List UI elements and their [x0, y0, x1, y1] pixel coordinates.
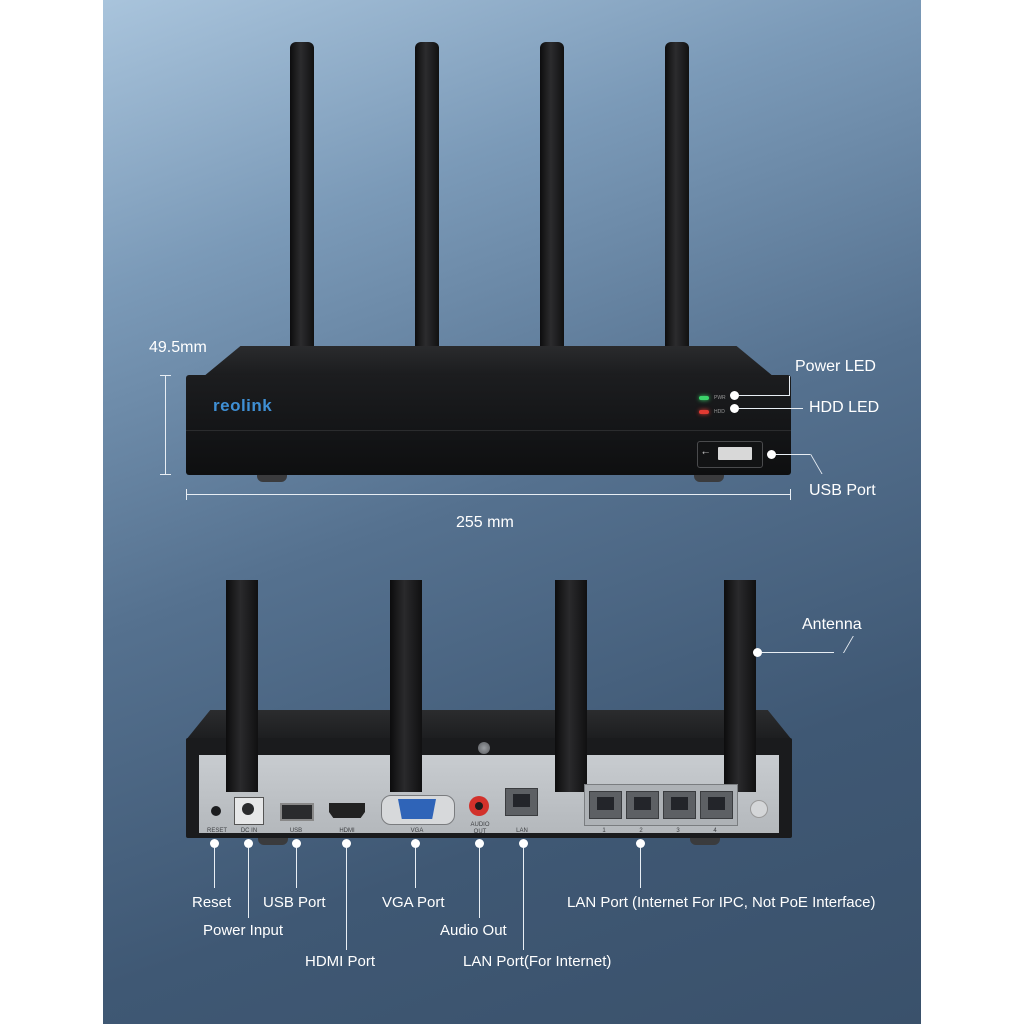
antenna-rear-1 — [226, 580, 258, 792]
antenna-callout-line — [762, 652, 834, 653]
reset-callout: Reset — [192, 894, 232, 911]
reset-label: RESET — [206, 828, 227, 834]
audio-out-callout: Audio Out — [440, 922, 507, 939]
usb-port-callout: USB Port — [809, 482, 876, 499]
lan-ipc-callout: LAN Port (Internet For IPC, Not PoE Inte… — [567, 894, 876, 911]
front-unit-body — [186, 375, 791, 475]
hdd-led-callout: HDD LED — [809, 399, 880, 416]
lan-internet-port — [505, 788, 538, 816]
usb-label: USB — [289, 828, 303, 834]
lan-3-label: 3 — [676, 828, 680, 834]
antenna-front-4 — [665, 42, 689, 348]
antenna-rear-2 — [390, 580, 422, 792]
rear-unit-top — [186, 710, 792, 740]
lan-ipc-port-4 — [700, 791, 733, 819]
usb-port-rear-callout-line — [296, 848, 297, 888]
hdmi-port — [329, 803, 365, 818]
width-dimension-label: 255 mm — [456, 514, 514, 531]
height-dimension-line — [165, 375, 166, 475]
lan-ipc-port-1 — [589, 791, 622, 819]
antenna-rear-3 — [555, 580, 587, 792]
pwr-led — [699, 396, 709, 400]
lan-ipc-port-2 — [626, 791, 659, 819]
usb-port-rear-callout-dot — [292, 839, 301, 848]
lan-ipc-callout-dot — [636, 839, 645, 848]
reset-pinhole — [211, 806, 221, 816]
power-input-callout: Power Input — [203, 922, 284, 939]
lan-internet-callout-dot — [519, 839, 528, 848]
hdd-led-callout-dot — [730, 404, 739, 413]
usb-port-callout-line — [776, 454, 810, 455]
audio-out-label: AUDIO OUT — [470, 822, 490, 835]
audio-out-callout-line — [479, 848, 480, 918]
lan-1-label: 1 — [602, 828, 606, 834]
height-dimension-cap-bottom — [160, 474, 171, 475]
reset-callout-dot — [210, 839, 219, 848]
lan-internet-callout: LAN Port(For Internet) — [463, 953, 612, 970]
brand-logo: reolink — [213, 396, 273, 415]
antenna-callout-dot — [753, 648, 762, 657]
antenna-rear-4 — [724, 580, 756, 792]
front-unit-seam — [186, 430, 791, 431]
power-led-callout: Power LED — [795, 358, 876, 375]
product-panel — [103, 0, 921, 1024]
hdmi-label: HDMI — [339, 828, 355, 834]
lan-label: LAN — [516, 828, 528, 834]
rear-usb-port — [280, 803, 314, 821]
hdd-led-label: HDD — [714, 409, 725, 415]
front-foot-right — [694, 475, 724, 482]
lan-2-label: 2 — [639, 828, 643, 834]
rear-screw — [478, 742, 490, 754]
hdmi-port-callout-line — [346, 848, 347, 950]
reset-callout-line — [214, 848, 215, 888]
lan-4-label: 4 — [713, 828, 717, 834]
antenna-front-1 — [290, 42, 314, 348]
usb-icon: ⭠ — [702, 447, 710, 457]
height-dimension-cap-top — [160, 375, 171, 376]
audio-out-hole — [475, 802, 483, 810]
dc-in-jack — [242, 803, 254, 815]
vga-port-callout-line — [415, 848, 416, 888]
vga-label: VGA — [410, 828, 424, 834]
lan-internet-callout-line — [523, 848, 524, 950]
dc-in-label: DC IN — [240, 828, 258, 834]
rear-foot-1 — [258, 838, 288, 845]
hdd-led — [699, 410, 709, 414]
hdmi-port-callout: HDMI Port — [305, 953, 376, 970]
power-led-callout-riser — [789, 376, 790, 396]
lan-ipc-port-3 — [663, 791, 696, 819]
ground-terminal — [750, 800, 768, 818]
height-dimension-label: 49.5mm — [149, 339, 207, 356]
hdmi-port-callout-dot — [342, 839, 351, 848]
width-dimension-cap-left — [186, 489, 187, 500]
audio-out-callout-dot — [475, 839, 484, 848]
pwr-led-label: PWR — [714, 395, 726, 401]
lan-ipc-callout-line — [640, 848, 641, 888]
vga-port-callout: VGA Port — [382, 894, 445, 911]
antenna-front-3 — [540, 42, 564, 348]
antenna-callout: Antenna — [802, 616, 862, 633]
front-unit-top — [204, 346, 773, 376]
width-dimension-line — [186, 494, 791, 495]
vga-port-callout-dot — [411, 839, 420, 848]
usb-port-callout-dot — [767, 450, 776, 459]
vga-connector — [398, 799, 436, 819]
power-led-callout-line — [739, 395, 789, 396]
power-input-callout-dot — [244, 839, 253, 848]
power-input-callout-line — [248, 848, 249, 918]
antenna-front-2 — [415, 42, 439, 348]
rear-foot-2 — [690, 838, 720, 845]
usb-port-rear-callout: USB Port — [263, 894, 326, 911]
front-usb-port — [718, 447, 752, 460]
power-led-callout-dot — [730, 391, 739, 400]
hdd-led-callout-line — [739, 408, 803, 409]
width-dimension-cap-right — [790, 489, 791, 500]
front-foot-left — [257, 475, 287, 482]
